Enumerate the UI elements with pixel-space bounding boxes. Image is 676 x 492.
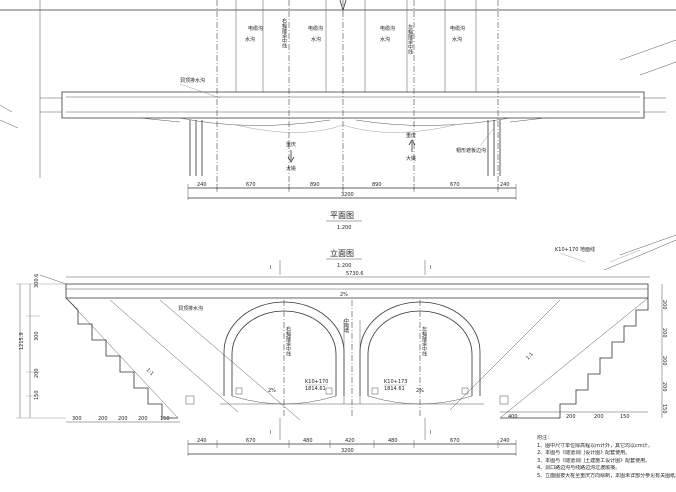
- step-dim: 400: [508, 414, 518, 420]
- elevation-left: 1814.61: [305, 386, 326, 392]
- bottom-dim: 240: [500, 438, 510, 444]
- step-dim: 300: [72, 416, 82, 422]
- right-vdim: 200: [661, 300, 667, 310]
- left-vdim: 200: [34, 368, 40, 378]
- station-left: K10+170: [305, 379, 328, 385]
- crown-slope-label: 2%: [340, 292, 348, 298]
- plan-label-water-trench-mid-right: 水沟: [380, 36, 390, 43]
- elev-right-centerline: 右幅隧道中线: [285, 325, 291, 356]
- elevation-view: 立面图 1:200 5730.6 I I I I 2% K10+170 地面线 …: [16, 234, 676, 456]
- bottom-dim: 480: [303, 438, 313, 444]
- notes-title: 附注：: [537, 435, 553, 441]
- step-dim: 150: [160, 416, 170, 422]
- left-vdim: 300.6: [34, 274, 40, 288]
- right-vdim: 150: [661, 404, 667, 414]
- right-vdim: 200: [661, 328, 667, 338]
- plan-dim: 670: [450, 182, 460, 188]
- left-vdim: 150: [34, 390, 40, 400]
- elevation-scale: 1:200: [337, 263, 351, 269]
- plan-direction-left-dest: 大姚: [286, 165, 296, 172]
- plan-left-tunnel-centerline: 左幅隧道中线: [407, 23, 413, 54]
- plan-direction-right-dest: 大姚: [406, 155, 416, 162]
- plan-dim: 670: [246, 182, 256, 188]
- plan-label-cable-trench-right: 电缆沟: [450, 25, 465, 32]
- note-item: 5、立面图按大桩至重庆方向绘制，本图未详部分参见有关图纸。: [537, 472, 676, 479]
- elev-crown-drain-label: 洞顶排水沟: [178, 305, 203, 312]
- plan-title: 平面图: [330, 211, 354, 220]
- station-right: K10+173: [384, 379, 407, 385]
- section-mark: I: [430, 265, 431, 271]
- bottom-dim: 670: [246, 438, 256, 444]
- step-dim: 200: [118, 416, 128, 422]
- note-item: 2、本图与《隧道洞门设计图》配套使用。: [537, 450, 631, 457]
- plan-scale: 1:200: [337, 225, 351, 231]
- right-vdim: 200: [661, 356, 667, 366]
- bottom-dim: 670: [450, 438, 460, 444]
- note-item: 3、本图与《隧道洞门土建施工设计图》配套使用。: [537, 457, 651, 464]
- elevation-total-dim: 3200: [341, 448, 354, 454]
- plan-direction-right-top: 重庆: [406, 132, 416, 139]
- plan-dim: 240: [197, 182, 207, 188]
- plan-label-cable-trench-mid-left: 电缆沟: [308, 25, 323, 32]
- plan-direction-left-top: 重庆: [286, 141, 296, 148]
- bottom-dim: 420: [345, 438, 355, 444]
- section-mark: I: [430, 430, 431, 436]
- ground-line-label: K10+170 地面线: [555, 246, 595, 253]
- elev-left-centerline: 左幅隧道中线: [421, 325, 427, 356]
- left-slope-ratio: 1:1: [145, 367, 155, 377]
- step-dim: 150: [620, 414, 630, 420]
- plan-label-cable-trench-mid-right: 电缆沟: [380, 25, 395, 32]
- bottom-dim: 480: [388, 438, 398, 444]
- plan-side-ditch-label: 帽形遮板边沟: [456, 147, 486, 154]
- step-dim: 200: [98, 416, 108, 422]
- step-dim: 200: [566, 414, 576, 420]
- plan-label-water-trench-right: 水沟: [452, 36, 462, 43]
- note-item: 1、图中尺寸单位除高程以m计外，其它均以cm计。: [537, 442, 653, 449]
- plan-right-tunnel-centerline: 右幅隧道中线: [281, 17, 287, 48]
- section-mark: I: [270, 430, 271, 436]
- right-slope-ratio: 1:1: [525, 351, 535, 361]
- plan-label-water-trench-left: 水沟: [245, 36, 255, 43]
- plan-total-dim: 3200: [341, 192, 354, 198]
- note-item: 4、洞口路边沟与线路边沟过渡顺接。: [537, 465, 621, 472]
- step-dim: 200: [594, 414, 604, 420]
- notes-block: 附注： 1、图中尺寸单位除高程以m计外，其它均以cm计。 2、本图与《隧道洞门设…: [537, 435, 676, 481]
- elevation-title: 立面图: [330, 248, 354, 258]
- floor-slope-left: 2%: [268, 388, 276, 394]
- plan-label-water-trench-mid-left: 水沟: [311, 36, 321, 43]
- plan-dim: 240: [500, 182, 510, 188]
- plan-label-cable-trench-left: 电缆沟: [248, 25, 263, 32]
- elev-middle-wall: 中隔墙: [343, 317, 349, 334]
- right-vdim: 200: [661, 382, 667, 392]
- left-vdim: 300: [34, 331, 40, 341]
- plan-crown-drain-label: 洞顶排水沟: [180, 77, 205, 84]
- elevation-chainage-top: 5730.6: [346, 271, 364, 277]
- plan-view: 电缆沟 水沟 电缆沟 水沟 电缆沟 水沟 电缆沟 水沟 右幅隧道中线 左幅隧道中…: [0, 0, 676, 231]
- left-vdim-total: 1215.9: [19, 333, 25, 351]
- plan-dim: 890: [372, 182, 382, 188]
- elevation-right: 1814.61: [384, 386, 405, 392]
- bottom-dim: 240: [197, 438, 207, 444]
- plan-dim: 890: [310, 182, 320, 188]
- section-mark: I: [270, 265, 271, 271]
- step-dim: 200: [138, 416, 148, 422]
